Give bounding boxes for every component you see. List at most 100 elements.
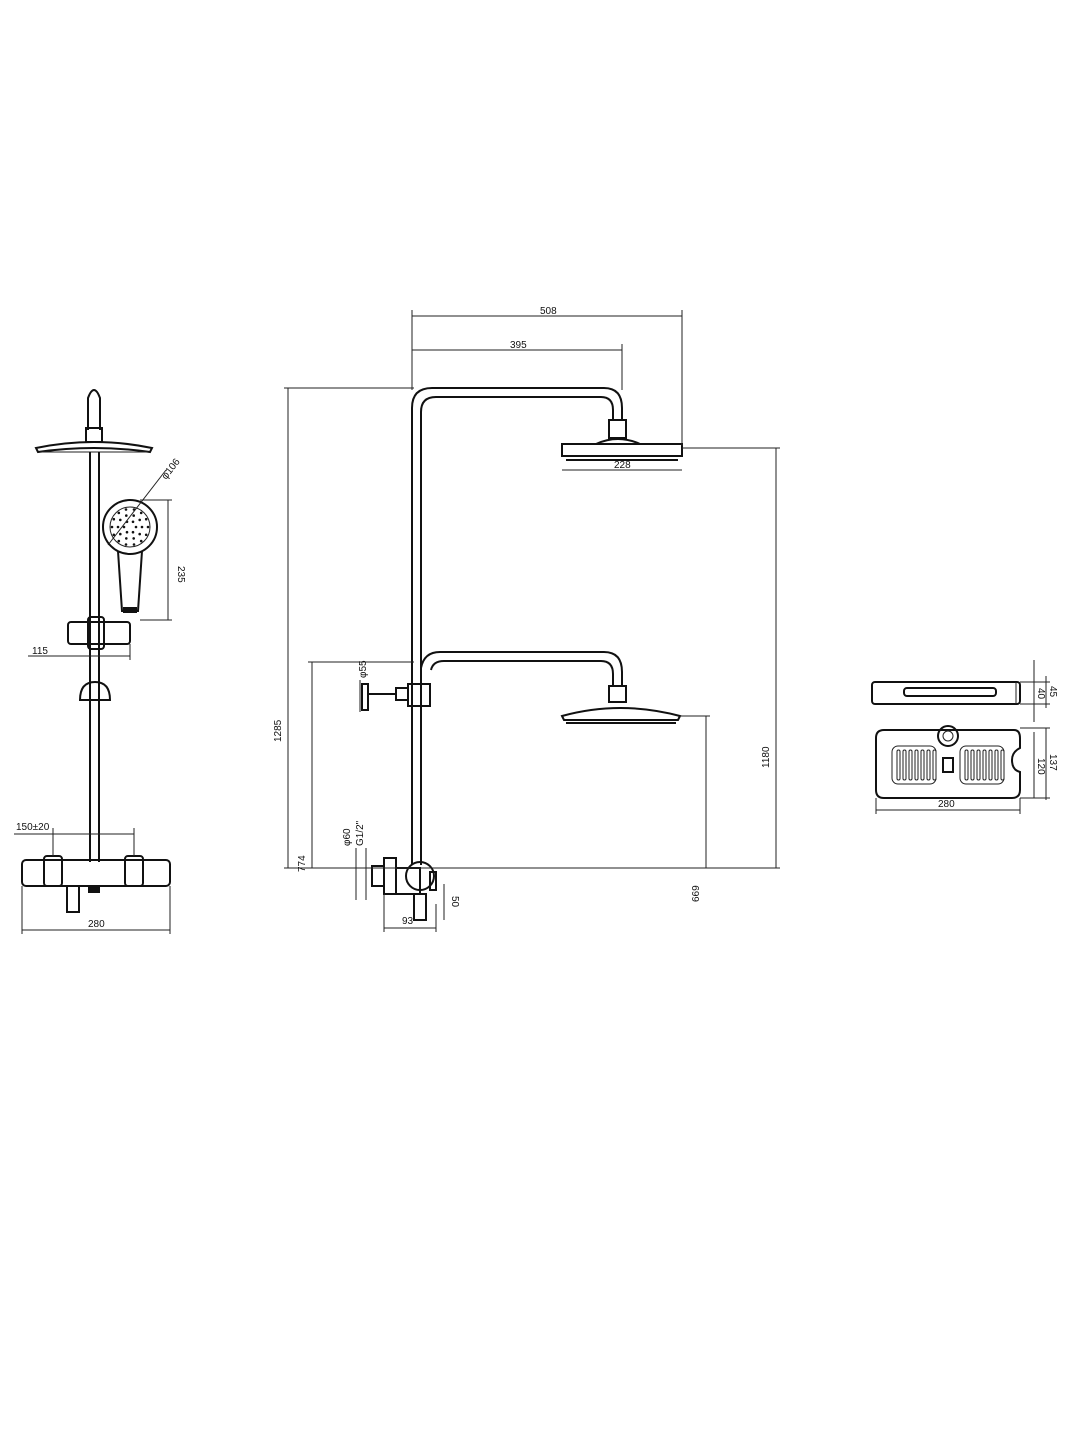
shelf-plan-outline <box>875 729 1021 799</box>
nozzle-dot <box>132 514 135 517</box>
shelf-rib <box>914 749 919 781</box>
shelf-rib <box>964 749 969 781</box>
diverter-stem <box>361 683 369 711</box>
side-mixer-spout <box>66 885 80 913</box>
nozzle-dot <box>125 530 129 534</box>
nozzle-dot <box>122 525 126 529</box>
shelf-view: 40 45 120 137 280 <box>871 660 1058 814</box>
nozzle-dot <box>112 517 116 521</box>
dim-shelf-depth-a: 120 <box>1035 758 1046 775</box>
dim-diverter-dia: φ55 <box>358 660 369 678</box>
nozzle-dot <box>132 543 136 546</box>
shelf-rib <box>976 749 981 781</box>
dim-lower-head-height: 669 <box>691 885 702 902</box>
nozzle-dot <box>144 517 148 521</box>
shelf-rib <box>896 749 901 781</box>
shelf-profile-slot <box>903 687 997 697</box>
dim-hand-shower-len: 235 <box>175 566 186 583</box>
wall-bracket <box>78 680 112 701</box>
dim-center-distance: 150±20 <box>16 822 50 833</box>
dim-head-dia-top: 228 <box>614 460 631 471</box>
shelf-rib <box>902 749 907 781</box>
dim-shelf-height-a: 40 <box>1035 688 1046 700</box>
nozzle-dot <box>119 532 122 536</box>
side-shower-head <box>34 441 154 454</box>
nozzle-dot <box>134 525 138 529</box>
diverter-knob <box>395 687 409 701</box>
shelf-hook-ring <box>937 725 959 747</box>
dim-spout-height: 50 <box>449 896 460 908</box>
dim-head-height-top: 1180 <box>761 746 772 768</box>
nozzle-dot <box>125 537 128 540</box>
hand-shower-connector <box>123 607 137 613</box>
front-mixer-outlet <box>413 893 427 921</box>
side-head-neck <box>85 427 103 443</box>
lower-arm-outer <box>420 651 623 686</box>
dim-thread: G1/2" <box>355 820 366 846</box>
shelf-rib <box>926 749 931 781</box>
shelf-rib <box>932 749 937 781</box>
shelf-rib <box>982 749 987 781</box>
lower-head-body <box>560 707 682 721</box>
dim-arm-top-width: 508 <box>540 306 557 317</box>
shelf-rib <box>988 749 993 781</box>
dim-shelf-height-b: 45 <box>1047 686 1058 698</box>
front-view: 508 395 228 1285 1180 774 669 φ55 φ60 G1… <box>273 306 780 932</box>
front-mixer-knob <box>405 861 435 891</box>
dim-lower-total: 774 <box>297 855 308 872</box>
dim-total-height: 1285 <box>273 719 284 742</box>
shelf-rib <box>920 749 925 781</box>
dim-mixer-width: 280 <box>88 919 105 930</box>
dim-mixer-depth: 93 <box>402 916 414 927</box>
shelf-rib <box>970 749 975 781</box>
nozzle-dot <box>124 543 128 546</box>
nozzle-dot <box>112 533 116 537</box>
riser-inner <box>420 396 614 865</box>
nozzle-dot <box>110 525 114 529</box>
top-head-cap <box>595 438 641 445</box>
nozzle-dot <box>131 520 135 524</box>
shelf-rib <box>1000 749 1005 781</box>
side-mixer-diverter <box>88 886 100 893</box>
shelf-profile-outer <box>871 681 1021 705</box>
dim-hand-shower-dia: φ106 <box>160 456 183 481</box>
shelf-hook-hole <box>942 730 954 742</box>
nozzle-dot <box>146 525 150 529</box>
side-view: φ106 235 115 150±20 280 <box>14 389 186 934</box>
nozzle-dot <box>138 532 141 536</box>
shelf-left-grid <box>891 745 937 785</box>
hand-shower-handle <box>117 550 143 612</box>
hand-shower-inner-ring <box>109 506 151 548</box>
dim-holder-offset: 115 <box>32 646 48 657</box>
front-mixer-spout <box>429 871 437 891</box>
nozzle-dot <box>124 508 128 511</box>
shelf-right-grid <box>959 745 1005 785</box>
holder-knob <box>87 616 105 650</box>
nozzle-dot <box>131 530 135 534</box>
shelf-rib <box>994 749 999 781</box>
hand-shower-face <box>102 499 158 555</box>
nozzle-dot <box>117 539 121 543</box>
nozzle-dot <box>132 537 135 540</box>
nozzle-dot <box>138 518 141 522</box>
hand-shower-holder <box>67 621 131 645</box>
front-mixer-nut <box>371 865 385 887</box>
nozzle-dot <box>117 511 121 515</box>
top-head-connector <box>608 419 627 439</box>
nozzle-dot <box>139 539 143 543</box>
shelf-center-slot <box>942 757 954 773</box>
nozzle-dot <box>119 518 122 522</box>
lower-head-connector <box>608 685 627 703</box>
top-head-body <box>561 443 683 457</box>
lower-arm-inner <box>430 660 614 686</box>
nozzle-dot <box>116 525 120 529</box>
hand-shower-nozzles <box>110 508 150 546</box>
side-arm-curve <box>87 389 101 430</box>
dim-arm-reach: 395 <box>510 340 527 351</box>
nozzle-dot <box>144 533 148 537</box>
nozzle-dot <box>139 511 143 515</box>
shelf-rib <box>908 749 913 781</box>
dim-shelf-width: 280 <box>938 799 955 810</box>
dim-shelf-depth-b: 137 <box>1047 754 1058 771</box>
